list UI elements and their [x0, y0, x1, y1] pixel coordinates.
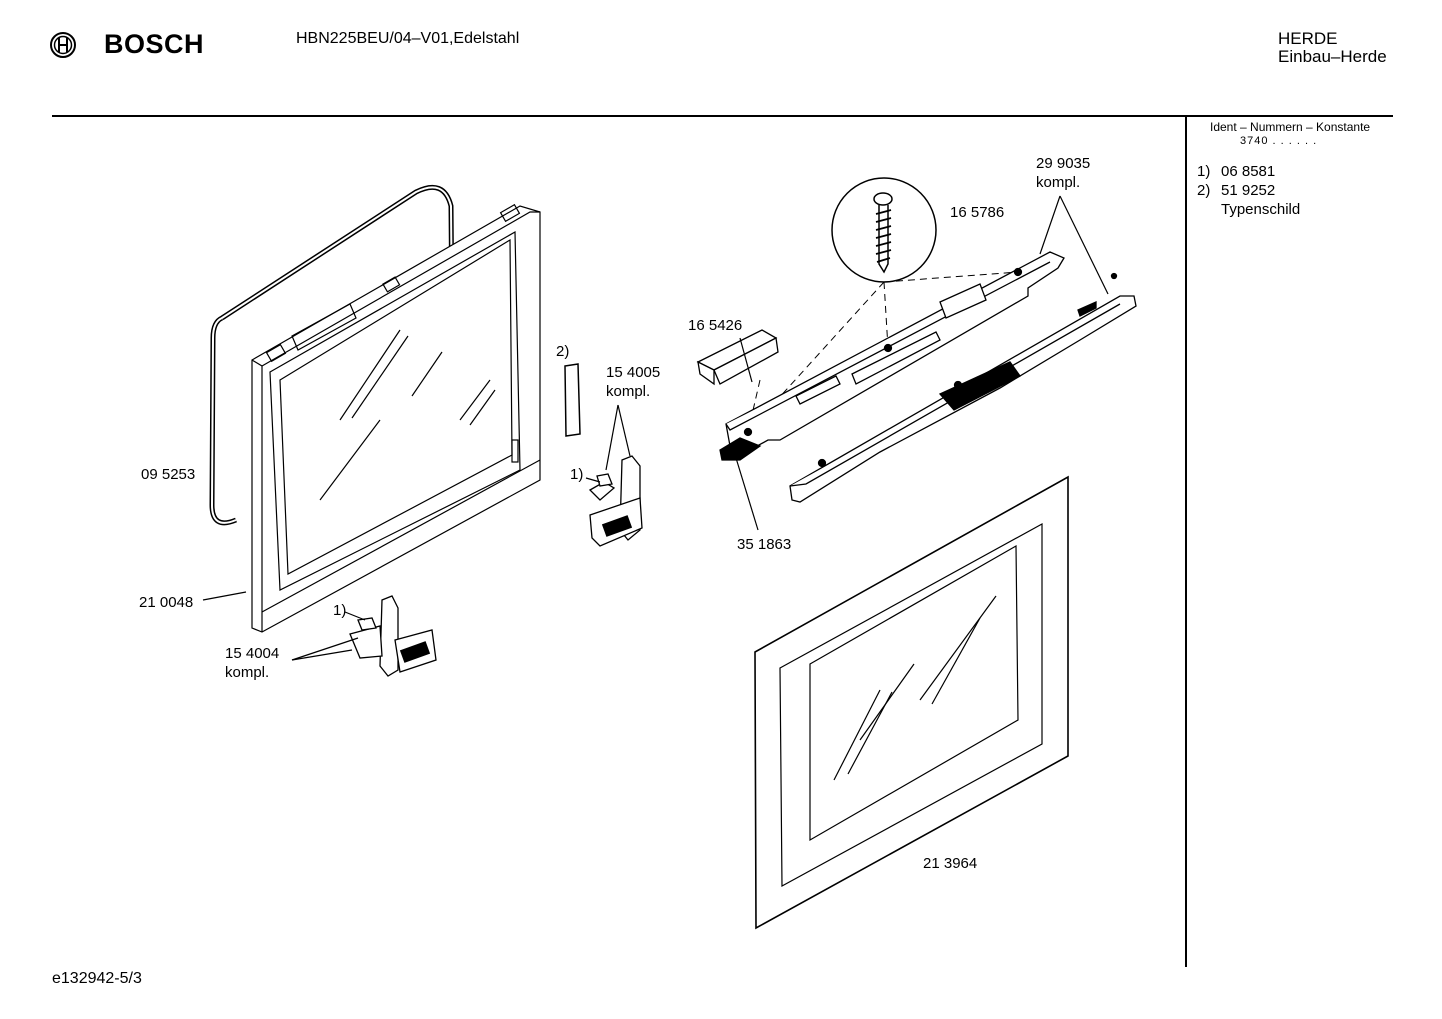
part-label-inner-frame: 21 0048 — [139, 594, 194, 611]
ref-label-2: 2) — [556, 343, 570, 360]
part-label-hinge-right-sub: kompl. — [606, 383, 651, 400]
part-label-outer-glass: 21 3964 — [923, 855, 978, 872]
hinge-left-drawing — [349, 595, 437, 677]
inner-door-frame-drawing — [251, 203, 541, 633]
model-number: HBN225BEU/04–V01,Edelstahl — [296, 30, 520, 47]
part-label-screw: 16 5786 — [950, 204, 1005, 221]
document-code: e132942-5/3 — [52, 970, 142, 987]
note-2-value: 51 9252 — [1221, 182, 1276, 199]
category-subtitle: Einbau–Herde — [1278, 47, 1387, 66]
clip-drawing — [696, 329, 779, 386]
part-label-clip: 16 5426 — [688, 317, 743, 334]
part-label-rail: 35 1863 — [737, 536, 792, 553]
door-handle-drawing — [789, 272, 1137, 503]
note-2-description: Typenschild — [1221, 201, 1301, 218]
category-title: HERDE — [1278, 29, 1338, 48]
mounting-rail-drawing — [719, 251, 1065, 461]
part-label-seal: 09 5253 — [141, 466, 196, 483]
part-label-handle-sub: kompl. — [1036, 174, 1081, 191]
part-leader-lines — [202, 195, 1109, 661]
part-label-hinge-left-sub: kompl. — [225, 664, 270, 681]
type-plate-drawing — [564, 363, 581, 437]
ident-heading: Ident – Nummern – Konstante — [1210, 120, 1371, 134]
ident-constant: 3740 . . . . . . — [1240, 135, 1318, 147]
note-1-value: 06 8581 — [1221, 163, 1276, 180]
ref-label-1-right: 1) — [570, 466, 584, 483]
brand-name: BOSCH — [104, 29, 205, 59]
screw-detail-drawing — [831, 177, 937, 283]
part-label-handle: 29 9035 — [1036, 155, 1091, 172]
part-label-hinge-right: 15 4005 — [606, 364, 661, 381]
hinge-right-drawing — [588, 455, 643, 547]
part-label-hinge-left: 15 4004 — [225, 645, 280, 662]
ref-label-1-left: 1) — [333, 602, 347, 619]
note-2-key: 2) — [1197, 182, 1211, 199]
bosch-armature-logo-icon — [50, 32, 76, 58]
note-1-key: 1) — [1197, 163, 1211, 180]
outer-door-glass-drawing — [754, 475, 1069, 930]
